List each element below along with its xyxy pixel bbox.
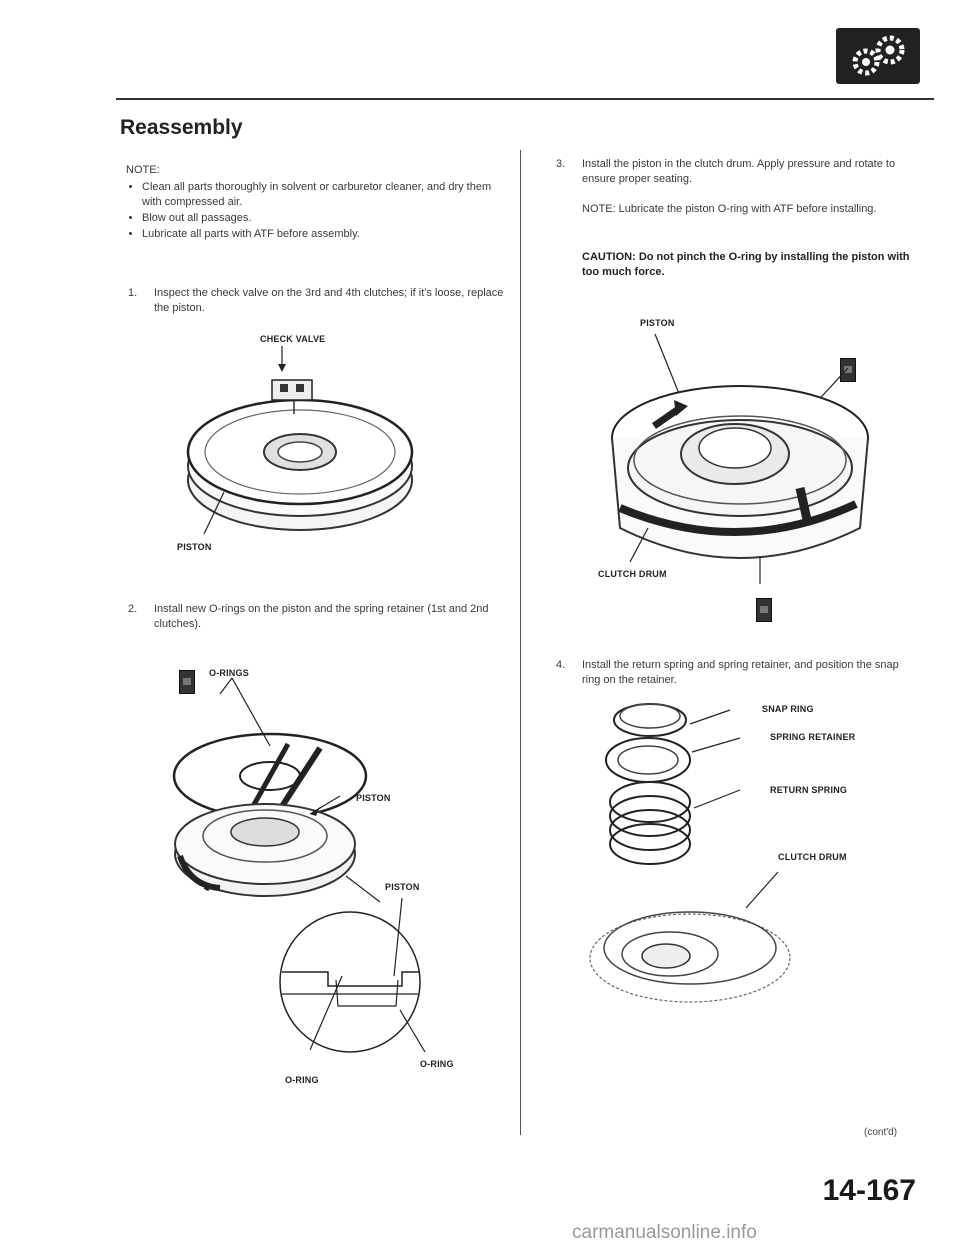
- step-3: 3. Install the piston in the clutch drum…: [556, 157, 916, 187]
- label-return-spring: RETURN SPRING: [770, 785, 848, 795]
- watermark: carmanualsonline.info: [572, 1222, 757, 1243]
- label-piston-upper: PISTON: [356, 793, 391, 803]
- label-spring-retainer: SPRING RETAINER: [770, 732, 856, 742]
- step-text: Install the return spring and spring ret…: [582, 659, 899, 686]
- step-text: Inspect the check valve on the 3rd and 4…: [154, 287, 504, 314]
- label-clutch-drum-f4: CLUTCH DRUM: [778, 852, 847, 862]
- note-bullet: Blow out all passages.: [142, 211, 506, 226]
- note-heading: NOTE:: [126, 164, 160, 176]
- header-rule: [116, 98, 934, 100]
- continued-note: (cont'd): [864, 1127, 898, 1138]
- label-o-rings: O-RINGS: [209, 668, 249, 678]
- label-check-valve: CHECK VALVE: [260, 334, 326, 344]
- page-number: 14-167: [822, 1174, 916, 1207]
- atf-icon: [179, 670, 195, 694]
- step-number: 4.: [556, 659, 566, 671]
- note-bullet: Clean all parts thoroughly in solvent or…: [142, 180, 506, 210]
- transmission-gears-icon: [836, 28, 920, 84]
- label-o-ring-right: O-RING: [420, 1059, 454, 1069]
- note-block: NOTE: Clean all parts thoroughly in solv…: [126, 163, 506, 243]
- step-4: 4. Install the return spring and spring …: [556, 658, 916, 688]
- page-title: Reassembly: [120, 116, 243, 139]
- label-clutch-drum-f3: CLUTCH DRUM: [598, 569, 667, 579]
- label-o-ring-left: O-RING: [285, 1075, 319, 1085]
- step-text: Install the piston in the clutch drum. A…: [582, 158, 896, 185]
- label-piston: PISTON: [177, 542, 212, 552]
- step-text: Install new O-rings on the piston and th…: [154, 603, 489, 630]
- label-piston-detail: PISTON: [385, 882, 420, 892]
- column-divider: [520, 150, 521, 1135]
- step-3-caution: CAUTION: Do not pinch the O-ring by inst…: [582, 251, 910, 278]
- step-number: 2.: [128, 603, 138, 615]
- step-number: 3.: [556, 158, 566, 170]
- step-number: 1.: [128, 287, 138, 299]
- label-snap-ring: SNAP RING: [762, 704, 814, 714]
- step-1: 1. Inspect the check valve on the 3rd an…: [128, 286, 508, 316]
- atf-icon: [756, 598, 772, 622]
- atf-icon: [840, 358, 856, 382]
- figure-exploded-spring: [589, 703, 791, 1003]
- figure-piston-drum: [611, 333, 869, 584]
- step-3-note: NOTE: Lubricate the piston O-ring with A…: [582, 203, 877, 215]
- step-2: 2. Install new O-rings on the piston and…: [128, 602, 508, 632]
- figure-o-rings: [172, 677, 426, 1053]
- note-list: Clean all parts thoroughly in solvent or…: [126, 180, 506, 242]
- label-piston-f3: PISTON: [640, 318, 675, 328]
- figure-check-valve: [186, 346, 414, 535]
- note-bullet: Lubricate all parts with ATF before asse…: [142, 227, 506, 242]
